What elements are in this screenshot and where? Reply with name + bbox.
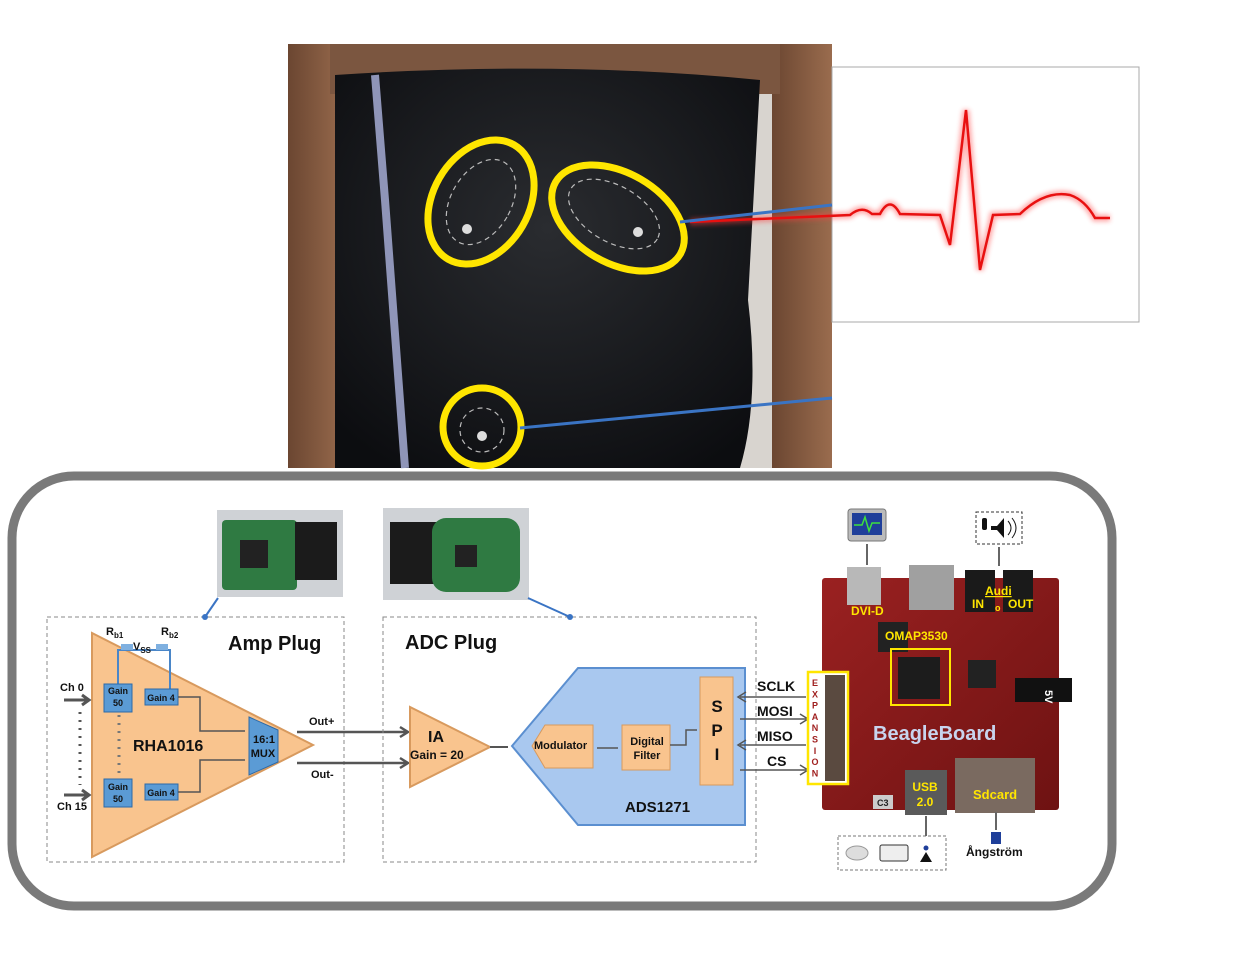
angstrom-label: Ångström (966, 844, 1023, 859)
expansion-letter: E (812, 678, 818, 688)
lead-wire-chest (679, 203, 833, 224)
spi-signal-lines: SCLK MOSI MISO CS (736, 678, 810, 776)
omap-highlight (890, 648, 951, 706)
out-plus-label: Out+ (309, 716, 334, 728)
expansion-letter: O (811, 757, 818, 767)
svg-text:50: 50 (113, 698, 123, 708)
sdcard-icon (991, 832, 1001, 844)
svg-text:Gain = 20: Gain = 20 (410, 748, 464, 762)
svg-text:Gain 4: Gain 4 (147, 788, 175, 798)
expansion-letter: A (812, 712, 819, 722)
miso-label: MISO (757, 728, 793, 744)
keyboard-icon (879, 844, 909, 862)
svg-text:Rb2: Rb2 (161, 626, 179, 640)
vest-zipper (371, 74, 409, 469)
svg-text:5V: 5V (1042, 690, 1054, 704)
adc-plug-photo (383, 508, 529, 600)
svg-text:2.0: 2.0 (917, 795, 934, 809)
svg-text:MUX: MUX (251, 748, 276, 760)
electrode-left-chest (424, 136, 538, 268)
expansion-letter: I (814, 746, 817, 756)
svg-text:C3: C3 (877, 798, 889, 808)
vest-photo (288, 44, 832, 470)
mux-block: 16:1 MUX (248, 716, 279, 776)
dvi-d-label: DVI-D (851, 604, 884, 618)
expansion-letter: X (812, 689, 818, 699)
svg-text:16:1: 16:1 (253, 734, 275, 746)
adc-plug-title: ADC Plug (405, 632, 497, 654)
vest-garment (335, 68, 760, 469)
usb-host-connector (909, 565, 954, 610)
sdcard-os: Ångström (966, 812, 1023, 859)
svg-text:I: I (715, 745, 720, 764)
expansion-letter: N (812, 768, 819, 778)
monitor-icon (847, 508, 887, 565)
svg-text:USB: USB (912, 780, 938, 794)
svg-text:Modulator: Modulator (534, 740, 588, 752)
omap3530-label: OMAP3530 (885, 629, 948, 643)
svg-text:Gain 4: Gain 4 (147, 693, 175, 703)
svg-text:Rb1: Rb1 (106, 626, 124, 640)
svg-text:IN: IN (972, 597, 984, 611)
audio-devices-icon (975, 511, 1023, 566)
svg-text:IA: IA (428, 729, 444, 746)
svg-text:OUT: OUT (1008, 597, 1034, 611)
ch15-label: Ch 15 (57, 801, 87, 813)
amp-plug-block: Amp Plug Rb1 Rb2 VSS Ch 0 Ch 15 Gain 50 … (46, 510, 345, 863)
sclk-label: SCLK (757, 678, 795, 694)
cs-label: CS (767, 753, 786, 769)
lead-wire-abdomen (519, 396, 833, 430)
svg-text:o: o (995, 603, 1001, 613)
spi-block: S P I (699, 676, 734, 786)
usb-peripherals-icons (837, 816, 947, 871)
rha1016-label: RHA1016 (133, 738, 203, 755)
mosi-label: MOSI (757, 703, 793, 719)
expansion-letter: N (812, 723, 819, 733)
sdcard-label: Sdcard (973, 787, 1017, 802)
svg-text:Audi: Audi (985, 584, 1012, 598)
adc-plug-block: ADC Plug IA Gain = 20 Modulator Digital … (382, 508, 757, 863)
svg-text:Filter: Filter (634, 750, 662, 762)
dvi-connector (847, 567, 881, 605)
svg-text:Digital: Digital (630, 736, 664, 748)
amp-plug-title: Amp Plug (228, 633, 321, 655)
gain4-block-bottom: Gain 4 (144, 783, 179, 801)
beagleboard-label: BeagleBoard (873, 723, 996, 745)
digital-filter-block: Digital Filter (621, 724, 671, 771)
expansion-letter: P (812, 701, 818, 711)
ecg-panel (689, 66, 1140, 323)
differential-output-lines (297, 725, 411, 770)
wireless-icon (920, 852, 932, 862)
mouse-icon (845, 845, 869, 861)
svg-text:50: 50 (113, 794, 123, 804)
gain50-block-top: Gain 50 (103, 683, 133, 713)
svg-text:VSS: VSS (133, 641, 152, 655)
ecg-trace (689, 109, 1110, 271)
gain4-block-top: Gain 4 (144, 688, 179, 706)
gain50-block-bottom: Gain 50 (103, 778, 133, 808)
ia-block: IA Gain = 20 (409, 705, 493, 789)
expansion-letter: S (812, 735, 818, 745)
svg-text:Gain: Gain (108, 686, 128, 696)
out-minus-label: Out- (311, 769, 334, 781)
amp-plug-photo (217, 510, 343, 597)
electrode-right-chest (548, 161, 688, 275)
ch0-label: Ch 0 (60, 682, 84, 694)
modulator-block: Modulator (531, 724, 594, 769)
ads1271-label: ADS1271 (625, 799, 690, 816)
svg-text:S: S (711, 697, 722, 716)
svg-text:Gain: Gain (108, 782, 128, 792)
svg-text:P: P (711, 721, 722, 740)
